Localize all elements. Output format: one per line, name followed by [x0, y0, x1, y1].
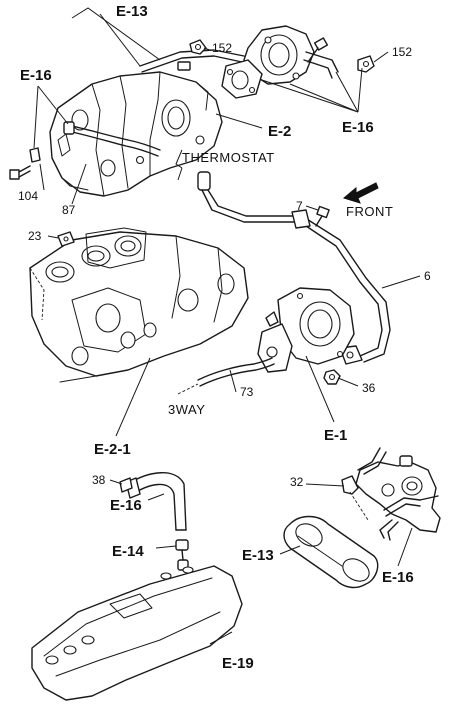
label-thermostat: THERMOSTAT — [182, 150, 275, 165]
clip-38 — [109, 477, 133, 493]
leader-e16-bottom — [397, 527, 413, 567]
connector-e14 — [155, 539, 189, 571]
label-23: 23 — [28, 229, 42, 243]
thermostat-marker — [175, 149, 183, 181]
cylinder-head-cover — [31, 565, 243, 701]
water-hose-e13 — [279, 515, 379, 589]
label-e2: E-2 — [268, 123, 291, 140]
water-pipe-assembly — [355, 447, 441, 541]
front-arrow-icon — [342, 182, 379, 204]
clip-23 — [47, 231, 75, 247]
clamp-32 — [305, 475, 369, 521]
label-152-right: 152 — [392, 45, 412, 59]
throttle-body — [257, 287, 355, 373]
label-e16-mid: E-16 — [110, 497, 142, 514]
label-152-left: 152 — [212, 41, 232, 55]
label-6: 6 — [424, 269, 431, 283]
clip-152-right — [357, 55, 375, 73]
water-outlet-housing — [221, 25, 339, 99]
bolt-outlet — [307, 37, 329, 63]
label-87: 87 — [62, 203, 76, 217]
hose-73 — [177, 357, 275, 395]
label-38: 38 — [92, 473, 106, 487]
intake-manifold-upper — [49, 71, 223, 197]
bypass-pipe-6 — [197, 171, 391, 365]
bolt-7 — [305, 205, 330, 227]
leader-6 — [381, 275, 421, 289]
label-e13-bottom: E-13 — [242, 547, 274, 564]
label-32: 32 — [290, 475, 304, 489]
label-e19: E-19 — [222, 655, 254, 672]
label-e16-right: E-16 — [342, 119, 374, 136]
label-73: 73 — [240, 385, 254, 399]
label-e13-top: E-13 — [116, 3, 148, 20]
label-front: FRONT — [346, 204, 393, 219]
leader-e16-mid — [147, 493, 165, 501]
hose-87 — [63, 121, 161, 157]
label-e14: E-14 — [112, 543, 144, 560]
label-7: 7 — [296, 199, 303, 213]
label-e16-topleft: E-16 — [20, 67, 52, 84]
label-3way: 3WAY — [168, 402, 205, 417]
bolt-104 — [9, 165, 31, 180]
label-e16-bottom: E-16 — [382, 569, 414, 586]
nut-36 — [323, 369, 359, 387]
leader-e21 — [115, 357, 151, 437]
label-104: 104 — [18, 189, 38, 203]
intake-manifold-lower — [29, 227, 249, 383]
leader-e1 — [305, 355, 335, 423]
label-e2-1: E-2-1 — [94, 441, 131, 458]
clamp-e16-left — [29, 147, 41, 163]
leaders-top — [33, 7, 389, 205]
label-e1: E-1 — [324, 427, 347, 444]
label-36: 36 — [362, 381, 376, 395]
pcv-hose — [125, 472, 187, 531]
clip-152-left — [189, 39, 207, 55]
